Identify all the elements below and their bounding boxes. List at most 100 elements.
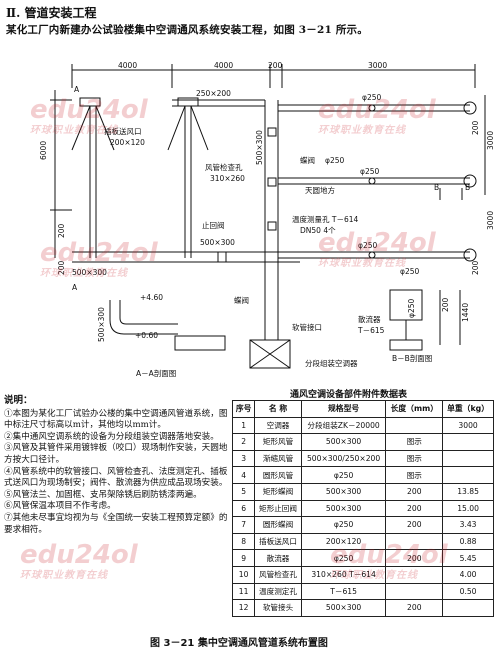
table-cell: 13.85 (442, 482, 494, 501)
label-phi250-mid: φ250 (360, 167, 379, 176)
table-cell: 1 (231, 416, 256, 435)
dim-3000-right: 3000 (486, 131, 495, 150)
label-ceiling: 天圆地方 (305, 185, 335, 195)
table-cell: 分段组装ZK－20000 (300, 416, 387, 435)
note-item: ⑥风管保温本项目不作考虑。 (4, 501, 116, 512)
dim-500x300-vert: 500×300 (255, 130, 264, 165)
dim-6000: 6000 (39, 141, 48, 160)
dim-250x200: 250×200 (196, 89, 231, 98)
dim-200-right: 200 (471, 120, 480, 135)
figure-caption: 图 3－21 集中空调通风管道系统布置图 (150, 638, 328, 649)
table-cell: 风管检查孔 (254, 565, 302, 584)
table-cell: 插板送风口 (254, 532, 302, 551)
note-item: ④风管系统中的软管接口、风管检查孔、法度测定孔、插板式送风口为现场制安；阀件、散… (4, 466, 228, 489)
marker-A-bottom: A (72, 283, 78, 292)
table-cell: 0.50 (442, 582, 494, 601)
bb-dim-1440: 1440 (461, 303, 470, 322)
dim-200-left-2: 200 (57, 260, 66, 275)
note-item: ①本图为某化工厂试验办公楼的集中空调通风管道系统，图中标注尺寸标高以m计，其他均… (4, 408, 228, 431)
table-cell: φ250 (300, 516, 387, 534)
bb-diffuser: 散流器 (358, 314, 381, 324)
table-cell: 200 (385, 549, 444, 567)
label-phi250-low: φ250 (358, 241, 377, 250)
table-cell: 温度测定孔 (254, 582, 302, 601)
table-cell: 图示 (385, 449, 444, 468)
dim-top-3: 200 (268, 61, 283, 70)
table-cell: 8 (231, 532, 256, 551)
bb-title: B－B剖面图 (392, 353, 432, 363)
marker-B-1: B (434, 183, 439, 192)
table-cell: 200 (385, 599, 444, 617)
intro-text: 某化工厂内新建办公试验楼集中空调通风系统安装工程，如图 3－21 所示。 (6, 24, 368, 36)
marker-A-top: A (74, 85, 80, 94)
table-cell (385, 416, 444, 435)
bb-dim-200: 200 (441, 297, 450, 312)
section-heading: Ⅱ. 管道安装工程 (6, 6, 97, 20)
note-item: ②集中通风空调系统的设备为分段组装空调器落地安装。 (4, 431, 219, 442)
label-butterfly: 蝶阀 (300, 155, 315, 165)
duct-plan-drawing: 4000 4000 200 3000 250×200 6000 3000 300… (39, 61, 495, 378)
table-cell: 500×300/250×200 (300, 449, 387, 468)
table-cell: 6 (231, 499, 256, 518)
label-phi250-top: φ250 (362, 93, 381, 102)
label-access: 风管检查孔 (205, 162, 243, 172)
table-cell: 5.45 (442, 549, 494, 567)
table-cell (442, 599, 494, 617)
table-cell: 0.88 (442, 532, 494, 551)
table-cell: 圆形风管 (254, 466, 302, 484)
bb-diffuser-code: T－615 (357, 326, 385, 335)
table-cell: 310×260 T－614 (300, 565, 387, 584)
table-cell (442, 466, 494, 484)
table-cell: 500×300 (300, 499, 387, 518)
table-title: 通风空调设备部件附件数据表 (290, 390, 408, 400)
notes-block: 说明： ①本图为某化工厂试验办公楼的集中空调通风管道系统，图中标注尺寸标高以m计… (4, 395, 229, 536)
table-cell: 空调器 (254, 416, 302, 435)
table-cell: φ250 (300, 466, 387, 484)
table-cell: 11 (231, 582, 256, 601)
table-cell: 矩形风管 (254, 433, 302, 451)
table-cell: T－615 (300, 582, 387, 601)
label-soft-joint: 软管接口 (292, 322, 322, 332)
label-temp: 温度测量孔 T－614 (292, 214, 359, 224)
table-cell: 200 (385, 499, 444, 518)
table-cell (442, 433, 494, 451)
table-cell: 500×300 (300, 433, 387, 451)
aa-title: A－A剖面图 (136, 368, 176, 378)
label-dn: DN50 4个 (300, 226, 336, 235)
label-phi250-right: φ250 (400, 267, 419, 276)
label-inlet-size: 200×120 (110, 138, 145, 147)
label-butterfly-2: 蝶阀 (234, 295, 249, 305)
note-item: ⑦其他未尽事宜均视为与《全国统一安装工程预算定额》的要求相符。 (4, 512, 228, 535)
dim-top-1: 4000 (118, 61, 137, 70)
table-cell: 散流器 (254, 549, 302, 567)
dim-500x300-mid: 500×300 (200, 238, 235, 247)
dim-3000-right-2: 3000 (486, 211, 495, 230)
table-cell (385, 532, 444, 551)
bb-dim-phi: φ250 (407, 299, 416, 318)
table-cell: 500×300 (300, 599, 387, 617)
table-cell: 图示 (385, 466, 444, 484)
dim-200-left: 200 (57, 223, 66, 238)
aa-elev-2: +0.60 (135, 331, 158, 340)
table-header-row: 序号 名 称 规格型号 长度（mm） 单重（kg） (231, 400, 494, 418)
col-header: 长度（mm） (385, 400, 444, 418)
table-cell: 软管接头 (254, 599, 302, 617)
table-cell: 2 (231, 433, 256, 451)
label-access-size: 310×260 (210, 174, 245, 183)
table-cell: 200 (385, 482, 444, 501)
label-ac-unit: 分段组装空调器 (305, 358, 358, 368)
col-header: 规格型号 (300, 400, 387, 418)
table-cell: 4.00 (442, 565, 494, 584)
table-cell: 3.43 (442, 516, 494, 534)
marker-B-2: B (465, 183, 470, 192)
